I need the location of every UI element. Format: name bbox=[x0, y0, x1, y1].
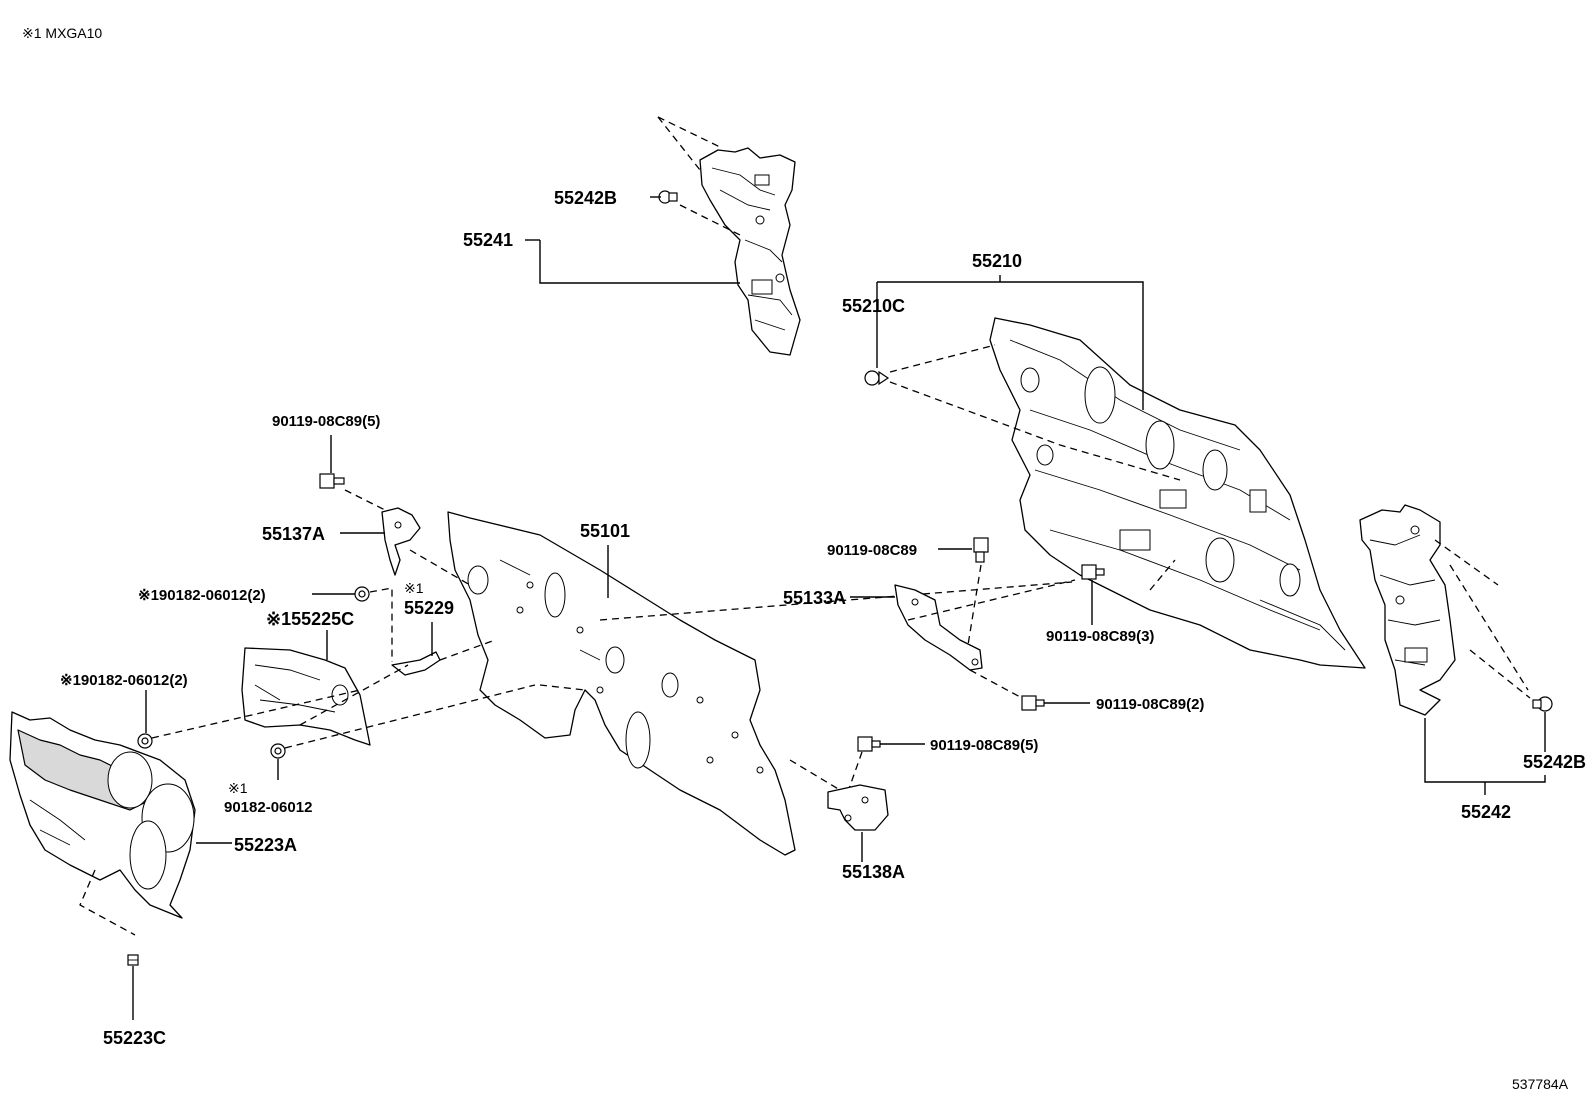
label-90119-2: 90119-08C89(2) bbox=[1096, 696, 1204, 713]
bolt-90119-mid bbox=[857, 736, 881, 752]
nut-90182-lower bbox=[137, 733, 153, 749]
part-55225C-cover bbox=[241, 647, 371, 746]
nut-90182-single bbox=[270, 743, 286, 759]
label-55101: 55101 bbox=[580, 521, 630, 541]
label-55242B-top: 55242B bbox=[554, 188, 617, 208]
part-55137A-bracket bbox=[381, 507, 421, 576]
part-55242-insulator bbox=[1359, 504, 1456, 716]
bolt-90119-2 bbox=[1021, 695, 1045, 711]
label-55223A: 55223A bbox=[234, 835, 297, 855]
label-55225C: ※155225C bbox=[266, 609, 354, 629]
label-55133A: 55133A bbox=[783, 588, 846, 608]
label-90119-single: 90119-08C89 bbox=[827, 542, 917, 559]
label-55210: 55210 bbox=[972, 251, 1022, 271]
bolt-90119-3 bbox=[1081, 564, 1105, 580]
label-55241: 55241 bbox=[463, 230, 513, 250]
clip-55242B-right bbox=[1532, 696, 1553, 712]
bolt-90119-top bbox=[319, 473, 345, 489]
label-90182: 90182-06012 bbox=[224, 799, 312, 816]
label-90119-3: 90119-08C89(3) bbox=[1046, 628, 1154, 645]
label-55137A: 55137A bbox=[262, 524, 325, 544]
label-90182-2-upper: ※190182-06012(2) bbox=[138, 587, 266, 604]
nut-90182-upper bbox=[354, 586, 370, 602]
label-90119-5-mid: 90119-08C89(5) bbox=[930, 737, 1038, 754]
label-55210C: 55210C bbox=[842, 296, 905, 316]
part-55133A-bracket bbox=[894, 584, 983, 671]
part-55101-panel-insulator bbox=[447, 511, 796, 856]
label-90119-5-top: 90119-08C89(5) bbox=[272, 413, 380, 430]
part-55210-silencer bbox=[989, 317, 1366, 669]
part-55229-bracket bbox=[391, 651, 441, 676]
label-55138A: 55138A bbox=[842, 862, 905, 882]
clip-55242B-top bbox=[658, 190, 678, 204]
part-55223A-silencer bbox=[9, 711, 196, 919]
bolt-90119-single bbox=[973, 537, 989, 563]
clip-55223C bbox=[127, 954, 139, 966]
label-55229: 55229 bbox=[404, 598, 454, 618]
label-55242: 55242 bbox=[1461, 802, 1511, 822]
illustration-code: 537784A bbox=[1512, 1076, 1569, 1092]
label-90182-note: ※1 bbox=[228, 780, 248, 796]
label-55229-note: ※1 bbox=[404, 580, 424, 596]
label-55223C: 55223C bbox=[103, 1028, 166, 1048]
label-55242B-right: 55242B bbox=[1523, 752, 1586, 772]
model-note: ※1 MXGA10 bbox=[22, 25, 102, 41]
clip-55210C bbox=[864, 370, 890, 386]
part-55138A-bracket bbox=[827, 784, 889, 831]
label-90182-2-lower: ※190182-06012(2) bbox=[60, 672, 188, 689]
part-55241-insulator bbox=[699, 147, 801, 356]
